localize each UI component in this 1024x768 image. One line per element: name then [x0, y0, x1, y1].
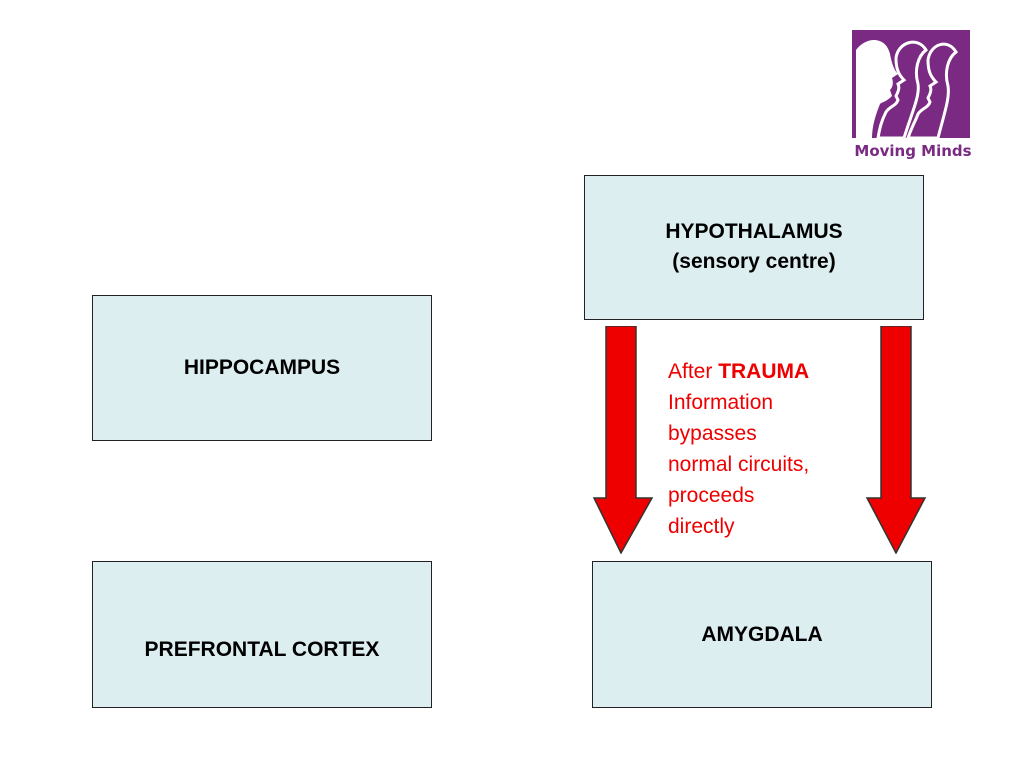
annotation-first-line: After TRAUMA	[668, 356, 868, 387]
logo-faces-icon	[852, 30, 970, 140]
left-down-arrow-icon	[592, 326, 654, 554]
trauma-annotation: After TRAUMA Information bypasses normal…	[668, 356, 868, 542]
right-down-arrow-icon	[865, 326, 927, 554]
hippocampus-label: HIPPOCAMPUS	[183, 356, 341, 379]
annotation-prefix: After	[668, 360, 719, 383]
annotation-line: bypasses	[668, 422, 757, 445]
prefrontal-cortex-box: PREFRONTAL CORTEX	[92, 561, 432, 708]
annotation-line: directly	[668, 515, 735, 538]
hippocampus-box: HIPPOCAMPUS	[92, 295, 432, 441]
hypothalamus-subtitle: (sensory centre)	[672, 250, 836, 273]
hypothalamus-title: HYPOTHALAMUS	[665, 220, 843, 243]
annotation-line: Information	[668, 391, 774, 414]
moving-minds-logo	[852, 30, 974, 165]
amygdala-label: AMYGDALA	[701, 623, 823, 646]
annotation-line: normal circuits,	[668, 453, 810, 476]
prefrontal-cortex-label: PREFRONTAL CORTEX	[144, 638, 380, 661]
amygdala-box: AMYGDALA	[592, 561, 932, 708]
annotation-line: proceeds	[668, 484, 755, 507]
annotation-emphasis: TRAUMA	[718, 360, 810, 383]
logo-caption: Moving Minds	[854, 142, 972, 160]
hypothalamus-box: HYPOTHALAMUS (sensory centre)	[584, 175, 924, 320]
